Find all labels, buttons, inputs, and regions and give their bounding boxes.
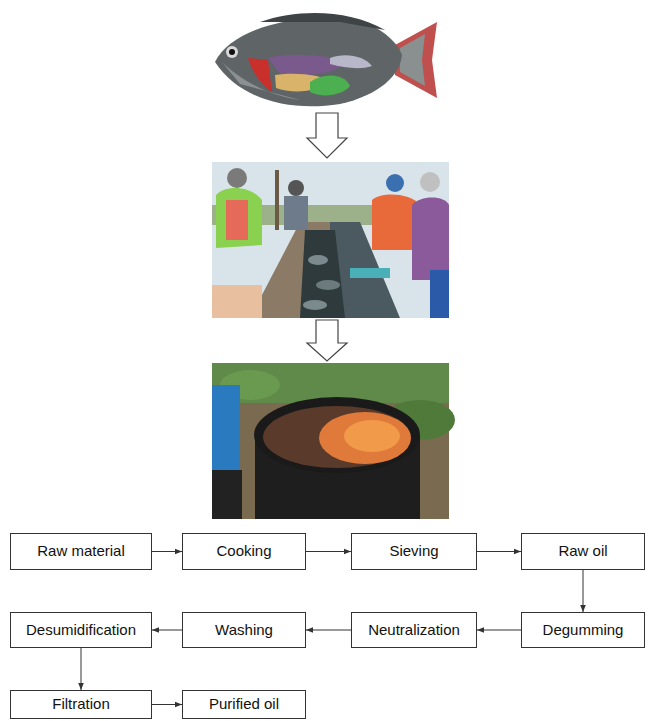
process-box: Purified oil: [182, 690, 306, 719]
process-box: Degumming: [521, 612, 645, 648]
flow-arrow: [477, 630, 521, 631]
process-box: Filtration: [10, 690, 152, 719]
process-box: Desumidification: [10, 612, 152, 648]
flow-arrow: [152, 551, 182, 552]
process-label: Degumming: [543, 622, 624, 639]
flow-arrow: [306, 630, 351, 631]
process-label: Purified oil: [209, 696, 279, 713]
flow-arrow: [477, 551, 521, 552]
process-label: Cooking: [216, 543, 271, 560]
bucket-photo: [212, 363, 455, 519]
process-label: Filtration: [52, 696, 110, 713]
process-label: Raw oil: [558, 543, 607, 560]
process-label: Raw material: [37, 543, 125, 560]
process-label: Desumidification: [26, 622, 136, 639]
flow-arrow: [152, 630, 182, 631]
process-box: Sieving: [351, 533, 477, 570]
process-box: Washing: [182, 612, 306, 648]
flow-arrow: [81, 648, 82, 690]
process-label: Sieving: [389, 543, 438, 560]
process-box: Cooking: [182, 533, 306, 570]
flow-arrow: [306, 551, 351, 552]
process-label: Washing: [215, 622, 273, 639]
process-box: Neutralization: [351, 612, 477, 648]
fish-illustration: [215, 13, 437, 106]
flow-arrow: [152, 704, 182, 705]
process-box: Raw oil: [521, 533, 645, 570]
process-box: Raw material: [10, 533, 152, 570]
process-label: Neutralization: [368, 622, 460, 639]
workers-photo: [212, 162, 449, 318]
flow-arrow: [583, 570, 584, 612]
